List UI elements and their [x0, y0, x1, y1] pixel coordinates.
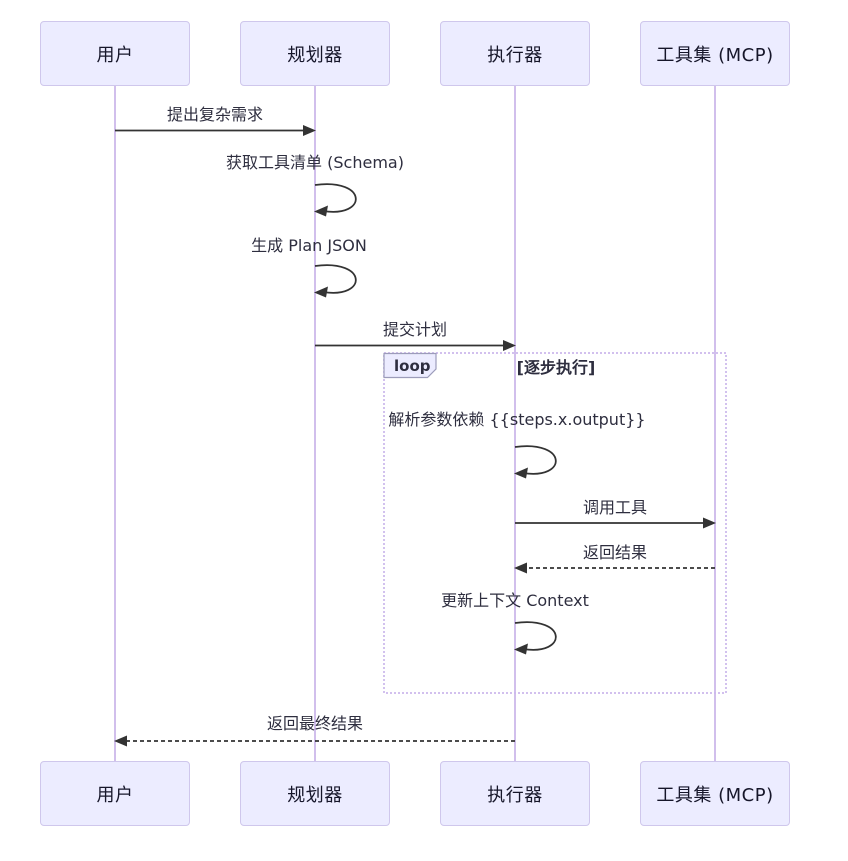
actor-label: 规划器 — [287, 784, 343, 806]
message-label-3: 生成 Plan JSON — [251, 236, 367, 255]
loop-condition-label: [逐步执行] — [516, 358, 596, 377]
actor-label: 工具集 (MCP) — [656, 784, 774, 806]
message-label-7: 返回结果 — [582, 543, 648, 562]
arrowhead-icon — [503, 340, 516, 351]
actor-label: 用户 — [96, 44, 134, 66]
message-label-6: 调用工具 — [582, 498, 648, 517]
arrowhead-icon — [514, 562, 527, 574]
arrowhead-icon — [514, 467, 528, 479]
message-label-9: 返回最终结果 — [266, 714, 364, 733]
loop-frame-border — [383, 352, 727, 694]
actor-box-planner-bottom: 规划器 — [240, 761, 390, 826]
actor-box-executor-bottom: 执行器 — [440, 761, 590, 826]
selfloop-line-5 — [514, 445, 557, 475]
arrowhead-icon — [314, 286, 328, 298]
actor-label: 用户 — [96, 784, 134, 806]
message-label-1: 提出复杂需求 — [166, 105, 264, 124]
actor-box-toolset-top: 工具集 (MCP) — [640, 21, 790, 86]
loop-keyword-label: loop — [394, 357, 431, 375]
actor-box-executor-top: 执行器 — [440, 21, 590, 86]
arrowhead-icon — [303, 125, 316, 136]
selfloop-line-2 — [314, 183, 357, 213]
arrowhead-icon — [703, 517, 716, 529]
actor-label: 执行器 — [487, 784, 543, 806]
message-label-5: 解析参数依赖 {{steps.x.output}} — [388, 410, 646, 429]
message-label-8: 更新上下文 Context — [441, 591, 589, 610]
arrowhead-icon — [314, 205, 328, 217]
message-label-4: 提交计划 — [382, 320, 448, 339]
arrowhead-icon — [514, 643, 528, 655]
actor-box-toolset-bottom: 工具集 (MCP) — [640, 761, 790, 826]
message-label-2: 获取工具清单 (Schema) — [226, 153, 404, 172]
actor-label: 工具集 (MCP) — [656, 44, 774, 66]
arrowhead-icon — [114, 735, 127, 747]
actor-box-planner-top: 规划器 — [240, 21, 390, 86]
selfloop-line-8 — [514, 621, 557, 651]
actor-box-user-bottom: 用户 — [40, 761, 190, 826]
actor-label: 规划器 — [287, 44, 343, 66]
actor-label: 执行器 — [487, 44, 543, 66]
selfloop-line-3 — [314, 264, 357, 294]
actor-box-user-top: 用户 — [40, 21, 190, 86]
